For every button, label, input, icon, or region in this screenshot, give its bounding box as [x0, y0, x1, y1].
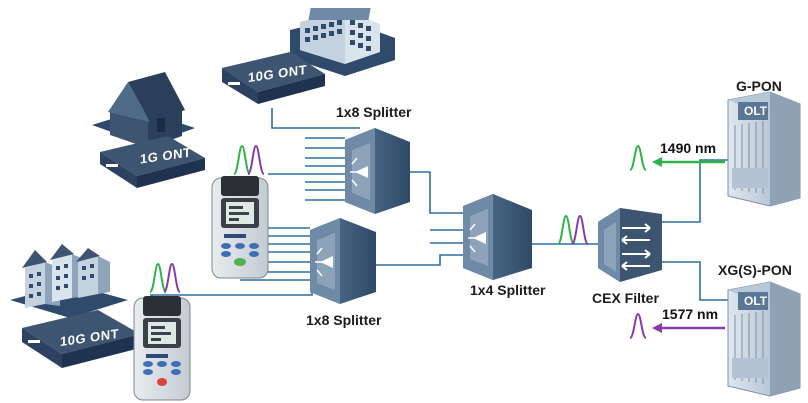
splitter-mid-label: 1x4 Splitter [470, 282, 546, 298]
splitter-icon [463, 194, 532, 280]
ont-1g-device [100, 136, 205, 188]
ont-10g-top-device [222, 52, 325, 104]
wave-peaks-meter2 [149, 262, 181, 293]
filter-icon [598, 208, 662, 282]
olt-top-label: OLT [744, 104, 768, 118]
house-icon [92, 72, 195, 148]
enterprise-building-icon [290, 8, 395, 76]
handheld-meter-icon [133, 296, 191, 401]
handheld-meter-icon [211, 176, 269, 279]
apartment-buildings-icon [10, 244, 128, 318]
wave-peaks-trunk [557, 214, 589, 245]
arrow-1577-icon [652, 323, 725, 333]
ont-10g-bottom-device [22, 310, 140, 368]
olt-rack-icon [727, 91, 801, 207]
olt-bottom-label: OLT [744, 294, 768, 308]
arrow-1490-icon [652, 157, 725, 167]
wavelength-1577-label: 1577 nm [662, 306, 719, 322]
gpon-label: G-PON [736, 78, 782, 94]
splitter-bottom-label: 1x8 Splitter [306, 312, 382, 328]
splitter-icon [345, 128, 410, 214]
wave-peak-1490 [629, 144, 647, 171]
splitter-top-label: 1x8 Splitter [336, 104, 412, 120]
splitter-icon [310, 218, 376, 304]
wave-peak-1577 [629, 312, 647, 339]
wave-peaks-meter1 [233, 144, 265, 175]
xgspon-label: XG(S)-PON [718, 262, 792, 278]
olt-rack-icon [727, 281, 801, 397]
cex-filter-label: CEX Filter [592, 290, 659, 306]
wavelength-1490-label: 1490 nm [660, 140, 717, 156]
